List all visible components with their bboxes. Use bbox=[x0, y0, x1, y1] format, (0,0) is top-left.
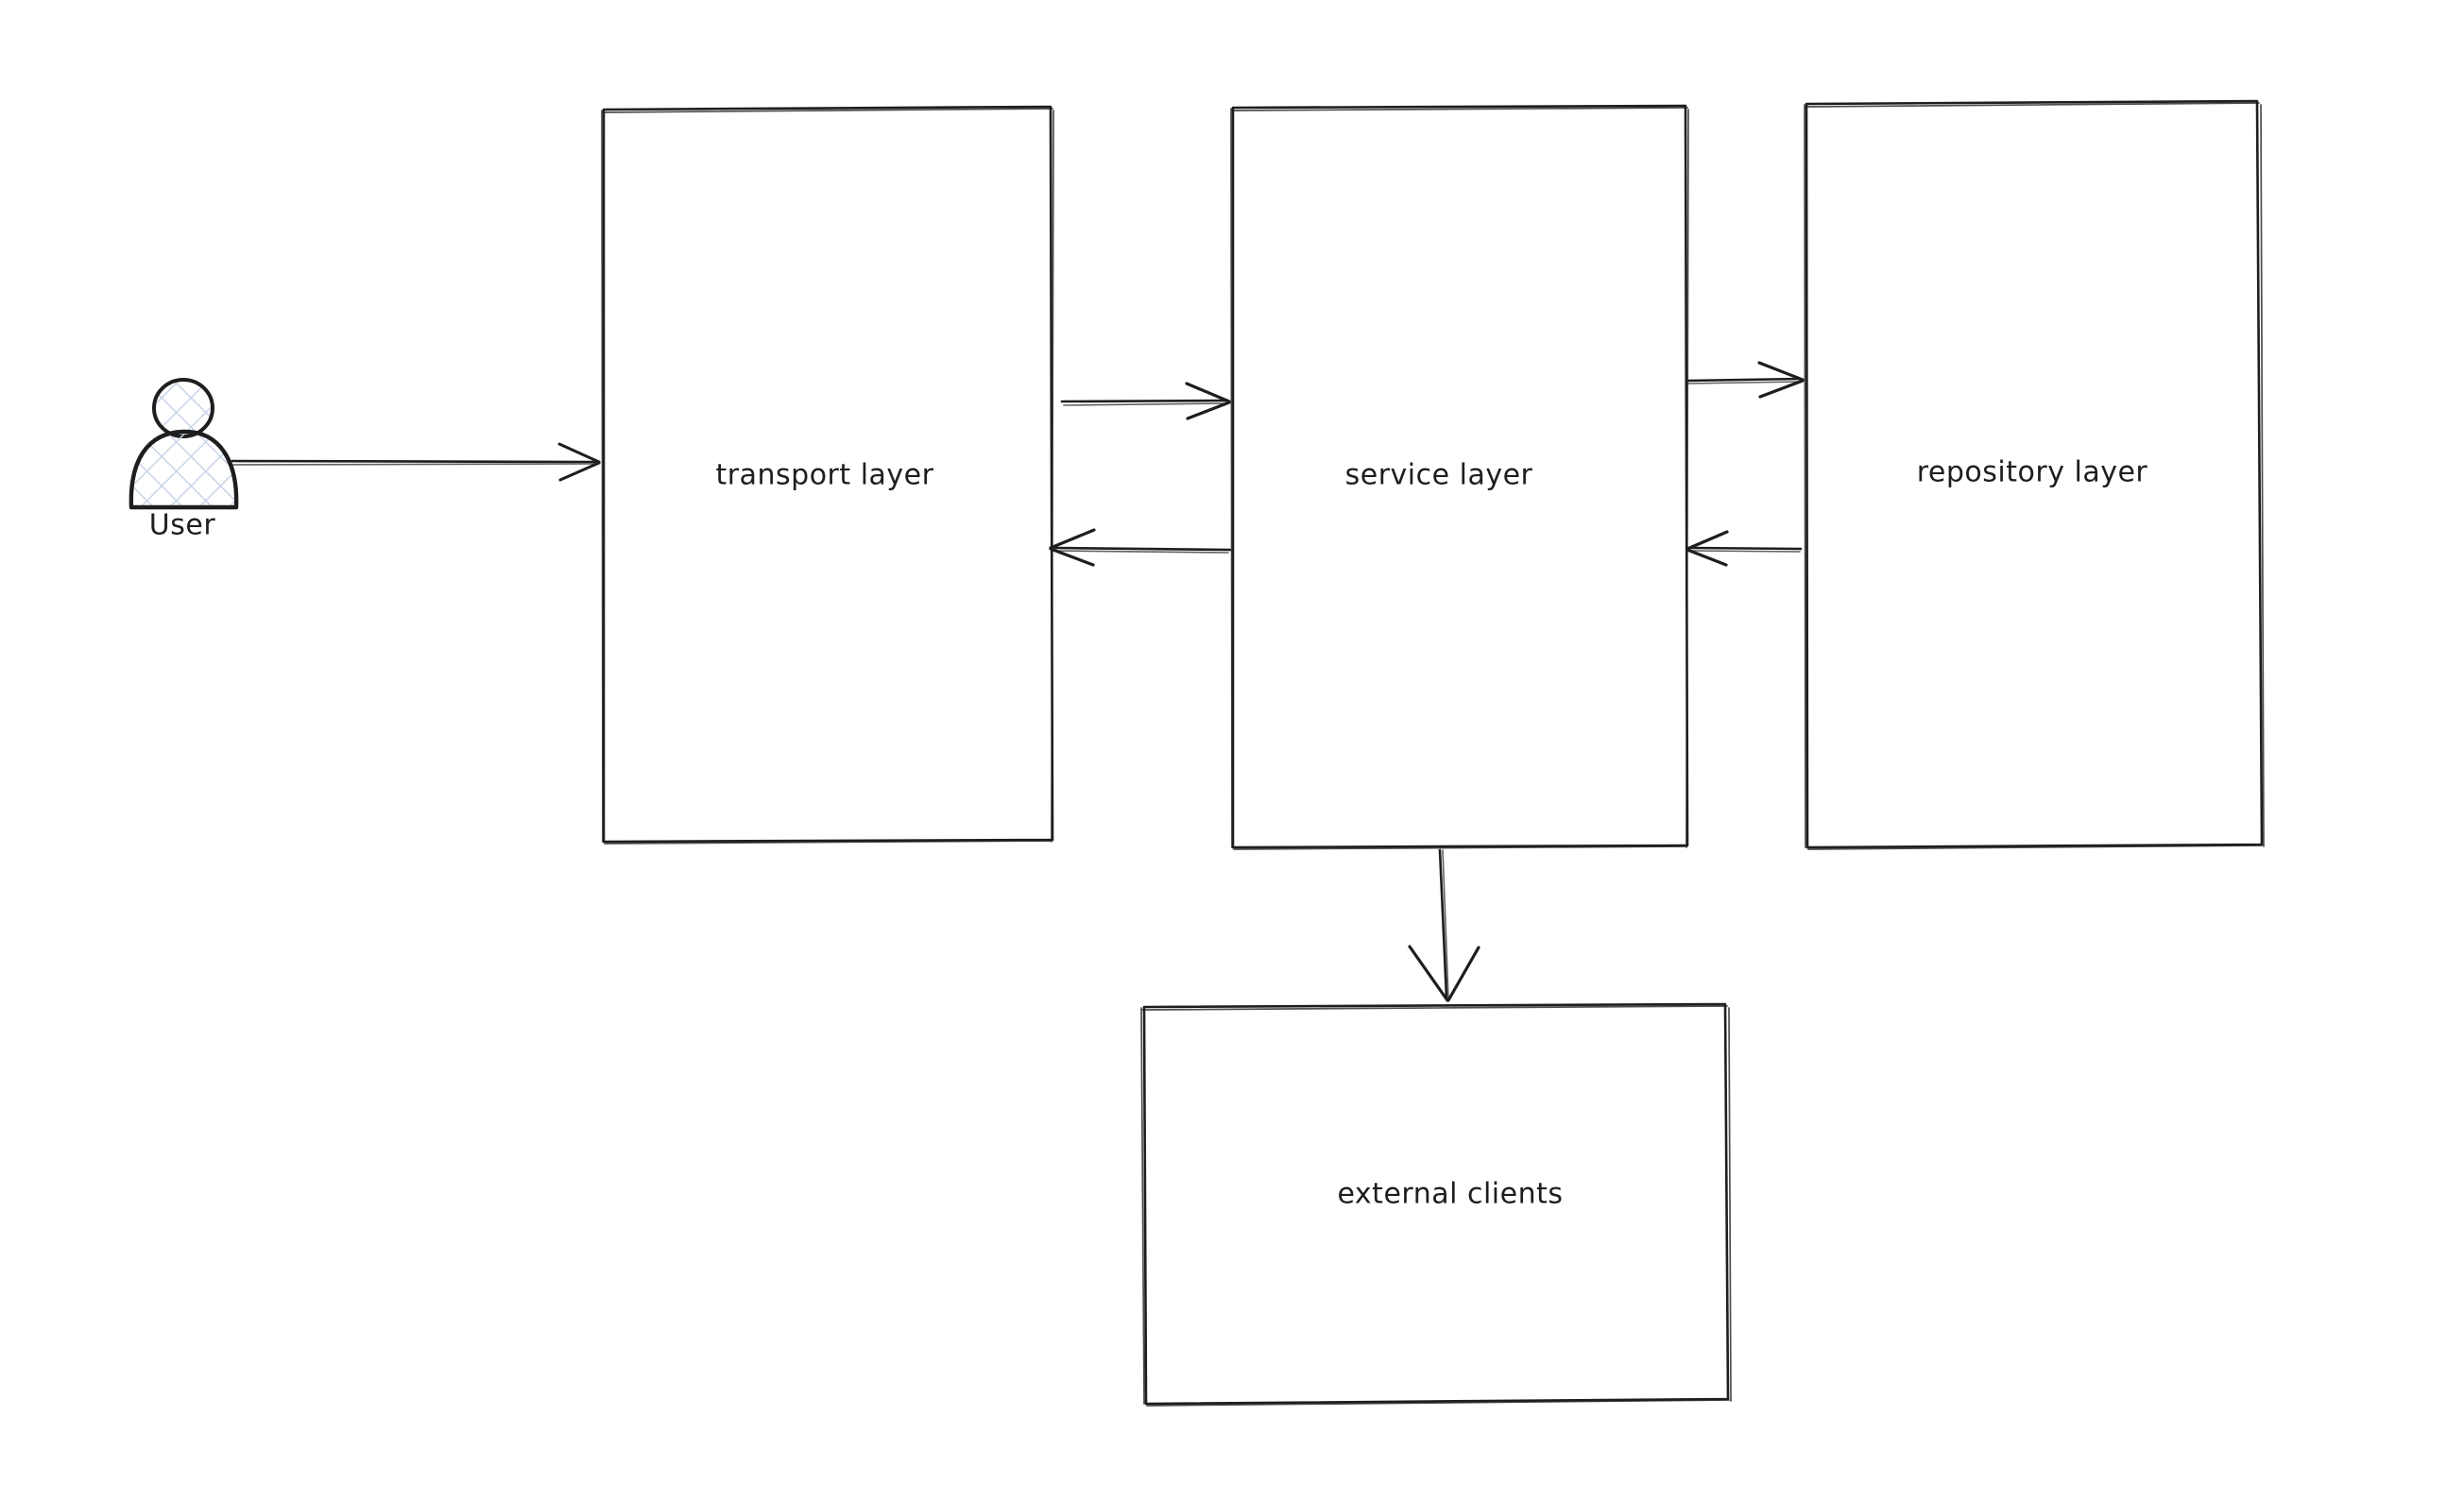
edge-repository-to-service[interactable] bbox=[1685, 530, 1803, 567]
edge-user-to-transport[interactable] bbox=[231, 442, 601, 482]
node-box-transport-layer[interactable] bbox=[601, 105, 1054, 845]
edge-service-to-repository[interactable] bbox=[1685, 361, 1805, 399]
node-label-external-clients: external clients bbox=[1337, 1177, 1564, 1211]
node-label-service-layer: service layer bbox=[1344, 458, 1533, 492]
edge-service-to-transport[interactable] bbox=[1049, 528, 1232, 567]
node-box-repository-layer[interactable] bbox=[1804, 99, 2265, 850]
edge-service-to-external-clients[interactable] bbox=[1408, 848, 1480, 1002]
user-actor-head bbox=[152, 378, 214, 438]
node-box-service-layer[interactable] bbox=[1230, 104, 1689, 850]
node-box-external-clients[interactable] bbox=[1140, 1002, 1732, 1407]
node-label-transport-layer: transport layer bbox=[715, 458, 934, 492]
user-actor-label: User bbox=[148, 508, 216, 542]
edge-transport-to-service[interactable] bbox=[1060, 382, 1231, 420]
node-label-repository-layer: repository layer bbox=[1916, 455, 2148, 489]
user-actor-body bbox=[128, 429, 239, 510]
